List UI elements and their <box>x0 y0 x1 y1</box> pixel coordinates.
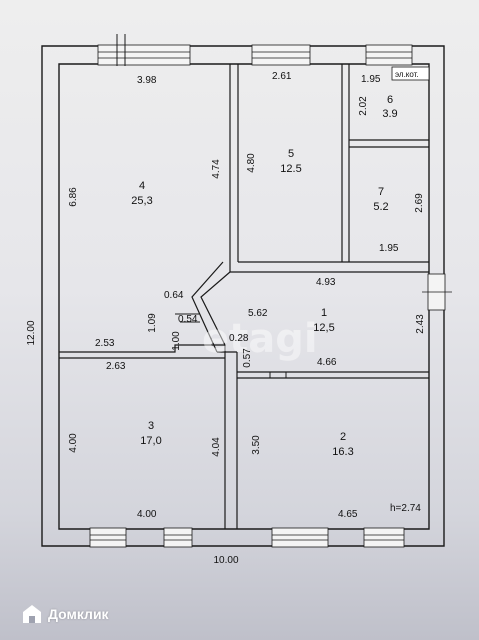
boiler-label-box: эл.кот. <box>391 66 430 81</box>
ceiling-height-label: h=2.74 <box>390 503 421 514</box>
brand-name: Домклик <box>48 606 109 622</box>
room4-top-dim: 3.98 <box>137 75 157 86</box>
room3-left-dim: 4.00 <box>68 433 79 453</box>
window-bottom-1 <box>89 527 193 548</box>
hall-top-dim: 4.93 <box>316 277 336 288</box>
room6-side-dim: 2.02 <box>358 96 369 116</box>
room5-top-dim: 2.61 <box>272 71 292 82</box>
interior-walls <box>59 64 429 529</box>
room4-right-dim: 4.74 <box>211 159 222 179</box>
corridor-dim-c: 0.54 <box>178 314 198 325</box>
room5-left-dim: 4.80 <box>246 153 257 173</box>
entry-door <box>422 273 452 311</box>
room2-left-dim: 3.50 <box>251 435 262 455</box>
outer-walls <box>41 45 445 547</box>
domclick-house-icon <box>23 605 41 623</box>
room2-area: 16.3 <box>332 446 353 458</box>
hall-side-dim: 0.57 <box>242 348 253 368</box>
room3-area: 17,0 <box>140 435 161 447</box>
hall-area: 12,5 <box>313 322 334 334</box>
room3-right-dim: 4.04 <box>211 437 222 457</box>
room7-area: 5.2 <box>373 201 388 213</box>
overall-height-label: 12.00 <box>26 320 37 345</box>
room4-area: 25,3 <box>131 195 152 207</box>
room2-bottom-dim: 4.65 <box>338 509 358 520</box>
window-top-3 <box>365 44 413 66</box>
room4-bottom-dim: 2.53 <box>95 338 115 349</box>
hall-diag-dim: 5.62 <box>248 308 268 319</box>
room7-number: 7 <box>378 186 384 198</box>
corridor-dim-d: 1.00 <box>171 331 182 351</box>
window-top-2 <box>251 44 311 66</box>
wall-tick-top <box>116 34 126 66</box>
window-top-1 <box>97 44 191 66</box>
room3-bottom-dim: 4.00 <box>137 509 157 520</box>
hall-number: 1 <box>321 307 327 319</box>
windows <box>89 44 452 548</box>
room6-area: 3.9 <box>382 108 397 120</box>
room3-top-dim: 2.63 <box>106 361 126 372</box>
overall-width-label: 10.00 <box>213 555 238 566</box>
room5-number: 5 <box>288 148 294 160</box>
corridor-dim-b: 1.09 <box>147 313 158 333</box>
brand-badge: Домклик <box>22 603 109 625</box>
hall-right-dim: 2.43 <box>415 314 426 334</box>
room2-number: 2 <box>340 431 346 443</box>
room4-number: 4 <box>139 180 145 192</box>
room6-number: 6 <box>387 94 393 106</box>
window-bottom-2 <box>271 527 405 548</box>
watermark: etagi <box>202 316 318 362</box>
boiler-label: эл.кот. <box>395 70 419 79</box>
door-marks <box>175 313 287 378</box>
corridor-dim-a: 0.64 <box>164 290 184 301</box>
room4-left-dim: 6.86 <box>68 187 79 207</box>
hall-bottom-dim: 4.66 <box>317 357 337 368</box>
room7-bottom-dim: 1.95 <box>379 243 399 254</box>
hall-step-dim: 0.28 <box>229 333 249 344</box>
room6-top-dim: 1.95 <box>361 74 381 85</box>
room7-right-dim: 2.69 <box>414 193 425 213</box>
room5-area: 12.5 <box>280 163 301 175</box>
room3-number: 3 <box>148 420 154 432</box>
